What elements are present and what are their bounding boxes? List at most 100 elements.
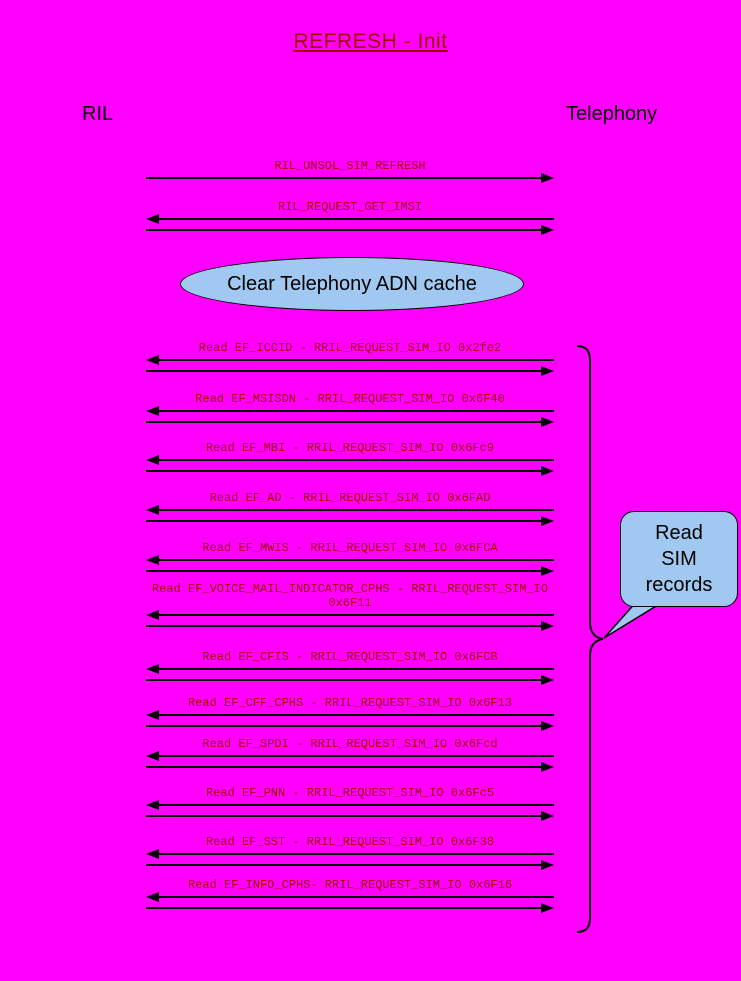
arrow-line xyxy=(157,755,554,757)
arrow-left-icon xyxy=(146,800,159,810)
actor-ril: RIL xyxy=(82,103,114,125)
arrow-left-icon xyxy=(146,555,159,565)
arrow-left xyxy=(146,455,554,466)
arrow-line xyxy=(146,421,543,423)
arrow-right xyxy=(146,516,554,527)
arrow-line xyxy=(157,714,554,716)
arrow-right xyxy=(146,675,554,686)
message-label: Read EF_VOICE_MAIL_INDICATOR_CPHS - RRIL… xyxy=(151,582,549,610)
callout-read-sim-records: Read SIM records xyxy=(620,511,738,607)
arrow-right xyxy=(146,417,554,428)
arrow-right xyxy=(146,860,554,871)
message-read-ef-ad: Read EF_AD - RRIL_REQUEST_SIM_IO 0x6FAD xyxy=(146,491,554,527)
message-label: Read EF_SPDI - RRIL_REQUEST_SIM_IO 0x6Fc… xyxy=(202,737,498,751)
arrow-left-icon xyxy=(146,355,159,365)
arrow-left xyxy=(146,406,554,417)
arrow-right-icon xyxy=(541,566,554,576)
arrow-line xyxy=(157,410,554,412)
arrow-left xyxy=(146,710,554,721)
arrow-right-icon xyxy=(541,173,554,183)
arrow-left-icon xyxy=(146,455,159,465)
arrow-line xyxy=(157,509,554,511)
curly-brace xyxy=(576,345,604,933)
arrow-left-icon xyxy=(146,664,159,674)
arrow-line xyxy=(146,520,543,522)
message-label: Read EF_MWIS - RRIL_REQUEST_SIM_IO 0x6FC… xyxy=(202,541,498,555)
message-label: Read EF_PNN - RRIL_REQUEST_SIM_IO 0x6Fc5 xyxy=(205,786,495,800)
arrow-line xyxy=(146,625,543,627)
message-label: RIL_REQUEST_GET_IMSI xyxy=(277,200,423,214)
message-read-ef-pnn: Read EF_PNN - RRIL_REQUEST_SIM_IO 0x6Fc5 xyxy=(146,786,554,822)
arrow-line xyxy=(157,359,554,361)
arrow-line xyxy=(146,229,543,231)
message-label: Read EF_CFIS - RRIL_REQUEST_SIM_IO 0x6FC… xyxy=(202,650,498,664)
arrow-line xyxy=(157,559,554,561)
arrow-right-icon xyxy=(541,811,554,821)
arrow-right-icon xyxy=(541,721,554,731)
message-read-ef-mwis: Read EF_MWIS - RRIL_REQUEST_SIM_IO 0x6FC… xyxy=(146,541,554,577)
message-read-ef-cfis: Read EF_CFIS - RRIL_REQUEST_SIM_IO 0x6FC… xyxy=(146,650,554,686)
arrow-right xyxy=(146,621,554,632)
arrow-line xyxy=(157,218,554,220)
callout-line: Read xyxy=(655,522,703,544)
arrow-left xyxy=(146,555,554,566)
arrow-right-icon xyxy=(541,621,554,631)
message-label: Read EF_ICCID - RRIL_REQUEST_SIM_IO 0x2f… xyxy=(198,341,502,355)
message-label: RIL_UNSOL_SIM_REFRESH xyxy=(274,159,426,173)
arrow-right xyxy=(146,721,554,732)
message-read-ef-iccid: Read EF_ICCID - RRIL_REQUEST_SIM_IO 0x2f… xyxy=(146,341,554,377)
arrow-left xyxy=(146,800,554,811)
message-label: Read EF_MSISDN - RRIL_REQUEST_SIM_IO 0x6… xyxy=(195,392,505,406)
message-read-ef-spdi: Read EF_SPDI - RRIL_REQUEST_SIM_IO 0x6Fc… xyxy=(146,737,554,773)
callout-line: SIM xyxy=(661,548,697,570)
message-label: Read EF_MBI - RRIL_REQUEST_SIM_IO 0x6Fc9 xyxy=(205,441,495,455)
arrow-line xyxy=(146,570,543,572)
arrow-right-icon xyxy=(541,366,554,376)
arrow-left xyxy=(146,610,554,621)
arrow-right-icon xyxy=(541,516,554,526)
arrow-line xyxy=(146,370,543,372)
arrow-right-icon xyxy=(541,903,554,913)
arrow-left-icon xyxy=(146,214,159,224)
arrow-line xyxy=(157,853,554,855)
arrow-left xyxy=(146,505,554,516)
arrow-left xyxy=(146,214,554,225)
arrow-left-icon xyxy=(146,505,159,515)
arrow-line xyxy=(157,804,554,806)
arrow-left xyxy=(146,355,554,366)
arrow-left-icon xyxy=(146,710,159,720)
arrow-line xyxy=(146,470,543,472)
arrow-line xyxy=(146,864,543,866)
arrow-line xyxy=(157,668,554,670)
arrow-left-icon xyxy=(146,610,159,620)
arrow-right-icon xyxy=(541,466,554,476)
message-label: Read EF_INFO_CPHS- RRIL_REQUEST_SIM_IO 0… xyxy=(187,878,513,892)
message-label: Read EF_AD - RRIL_REQUEST_SIM_IO 0x6FAD xyxy=(209,491,491,505)
arrow-right xyxy=(146,811,554,822)
arrow-right-icon xyxy=(541,762,554,772)
arrow-right-icon xyxy=(541,417,554,427)
message-unsol-sim-refresh: RIL_UNSOL_SIM_REFRESH xyxy=(146,159,554,184)
arrow-left-icon xyxy=(146,751,159,761)
arrow-line xyxy=(146,725,543,727)
arrow-right-icon xyxy=(541,225,554,235)
arrow-right-icon xyxy=(541,860,554,870)
message-read-ef-info-cphs: Read EF_INFO_CPHS- RRIL_REQUEST_SIM_IO 0… xyxy=(146,878,554,914)
actor-telephony: Telephony xyxy=(566,103,658,125)
arrow-right xyxy=(146,173,554,184)
arrow-right xyxy=(146,366,554,377)
message-read-ef-voice-mail-indicator-cphs: Read EF_VOICE_MAIL_INDICATOR_CPHS - RRIL… xyxy=(146,582,554,632)
message-read-ef-cff-cphs: Read EF_CFF_CPHS - RRIL_REQUEST_SIM_IO 0… xyxy=(146,696,554,732)
arrow-left xyxy=(146,664,554,675)
arrow-left xyxy=(146,849,554,860)
arrow-line xyxy=(146,177,543,179)
arrow-right xyxy=(146,903,554,914)
arrow-left xyxy=(146,892,554,903)
callout-line: records xyxy=(645,574,713,596)
arrow-line xyxy=(157,896,554,898)
arrow-line xyxy=(146,907,543,909)
arrow-left-icon xyxy=(146,406,159,416)
arrow-right xyxy=(146,466,554,477)
arrow-right xyxy=(146,762,554,773)
